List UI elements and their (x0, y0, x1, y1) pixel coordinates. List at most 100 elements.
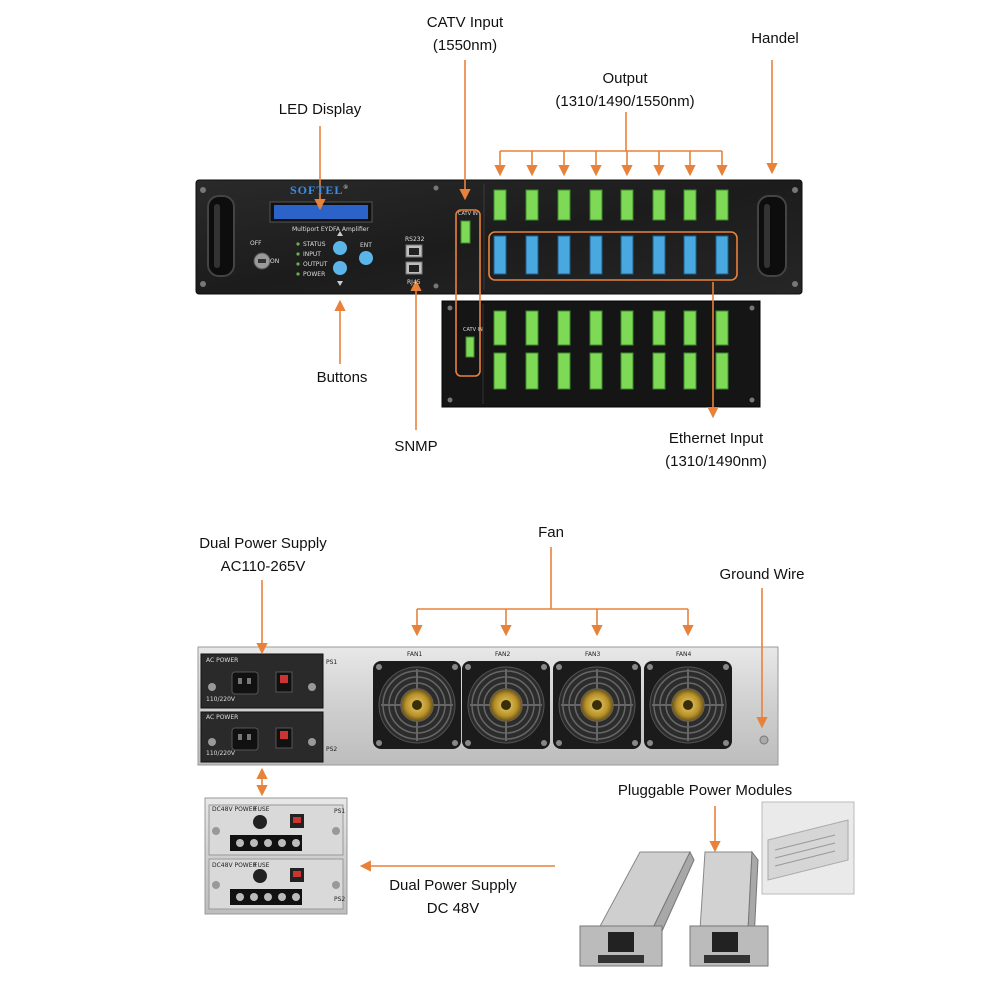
blue-port (683, 235, 697, 275)
expansion-port (557, 352, 571, 390)
catv-in-port-2[interactable] (465, 336, 475, 358)
output-port (683, 189, 697, 221)
ac-power-module-ps2[interactable] (200, 711, 324, 763)
blue-port (620, 235, 634, 275)
key-switch[interactable] (253, 252, 271, 270)
led-display (269, 201, 373, 223)
expansion-port (683, 310, 697, 346)
status-leds (296, 242, 300, 276)
output-label: Output(1310/1490/1550nm) (555, 70, 695, 110)
fan-unit (462, 661, 550, 749)
catv-in-text: CATV IN (458, 211, 478, 217)
fuse-text-2: FUSE (254, 862, 270, 869)
model-text: Multiport EYDFA Amplifier (292, 226, 369, 233)
blue-port (557, 235, 571, 275)
ent-button (359, 251, 373, 265)
output-port (525, 189, 539, 221)
ac-power-text-ps1: AC POWER (206, 657, 239, 664)
led-label-input: INPUT (303, 251, 321, 258)
right-handle[interactable] (757, 195, 787, 277)
output-port (715, 189, 729, 221)
catv-in-text-2: CATV IN (463, 327, 483, 333)
ground-wire-label: Ground Wire (719, 566, 805, 583)
off-text: OFF (250, 240, 262, 247)
expansion-port (620, 352, 634, 390)
ac-rating-ps2: 110/220V (206, 750, 236, 757)
brand-logo: SOFTEL® (290, 183, 349, 197)
handle-label: Handel (751, 30, 799, 47)
expansion-port (589, 310, 603, 346)
expansion-port (715, 310, 729, 346)
down-button (333, 261, 347, 275)
ps2-text: PS2 (326, 746, 338, 753)
led-label-status: STATUS (303, 241, 326, 248)
expansion-port (589, 352, 603, 390)
on-text: ON (270, 258, 280, 265)
ps1-text: PS1 (326, 659, 338, 666)
expansion-green-ports[interactable] (493, 310, 729, 390)
ent-text: ENT (360, 242, 372, 249)
blue-port (652, 235, 666, 275)
expansion-port (652, 310, 666, 346)
fan4-text: FAN4 (676, 651, 692, 658)
rj45-ports[interactable] (405, 244, 423, 275)
catv-input-label: CATV Input(1550nm) (426, 14, 504, 54)
output-port (557, 189, 571, 221)
blue-port (589, 235, 603, 275)
ac-power-module-ps1[interactable] (200, 653, 324, 709)
fuse-text-1: FUSE (254, 806, 270, 813)
expansion-port (715, 352, 729, 390)
dc-power-modules[interactable] (204, 797, 348, 915)
dc-power-text-1: DC48V POWER (212, 806, 257, 813)
catv-in-port[interactable] (460, 220, 471, 244)
fan2-text: FAN2 (495, 651, 511, 658)
front-arrows (314, 60, 778, 430)
fans (373, 661, 732, 749)
expansion-port (525, 352, 539, 390)
expansion-port (557, 310, 571, 346)
ethernet-input-label: Ethernet Input(1310/1490nm) (665, 430, 767, 470)
panel-buttons[interactable] (333, 231, 373, 286)
rj45-text: RJ45 (407, 279, 421, 286)
snmp-label: SNMP (394, 438, 438, 455)
dc-power-text-2: DC48V POWER (212, 862, 257, 869)
ac-power-text-ps2: AC POWER (206, 714, 239, 721)
dc-ps1-text: PS1 (334, 808, 346, 815)
output-arrow-drops (494, 151, 728, 177)
fan1-text: FAN1 (407, 651, 423, 658)
rear-arrows (256, 547, 768, 872)
buttons-label: Buttons (316, 369, 368, 386)
ac-rating-ps1: 110/220V (206, 696, 236, 703)
blue-port (715, 235, 729, 275)
output-port (652, 189, 666, 221)
left-handle[interactable] (207, 195, 235, 277)
expansion-port (525, 310, 539, 346)
ethernet-blue-ports[interactable] (493, 235, 729, 275)
output-port (493, 189, 507, 221)
fan-unit (553, 661, 641, 749)
led-label-output: OUTPUT (303, 261, 328, 268)
pluggable-modules-illustration (579, 801, 855, 967)
rs232-text: RS232 (405, 236, 425, 243)
led-label-power: POWER (303, 271, 326, 278)
dc-module (208, 858, 344, 910)
fan-unit (644, 661, 732, 749)
fan-unit (373, 661, 461, 749)
expansion-port (620, 310, 634, 346)
pluggable-label: Pluggable Power Modules (617, 782, 793, 799)
expansion-port (493, 310, 507, 346)
blue-port (493, 235, 507, 275)
expansion-port (493, 352, 507, 390)
output-port (620, 189, 634, 221)
led-display-label: LED Display (278, 101, 362, 118)
fan-label: Fan (538, 524, 564, 541)
blue-port (525, 235, 539, 275)
fan-arrow-drops (411, 609, 694, 637)
expansion-port (652, 352, 666, 390)
dc-ps2-text: PS2 (334, 896, 346, 903)
output-ports[interactable] (493, 189, 729, 221)
expansion-port (683, 352, 697, 390)
